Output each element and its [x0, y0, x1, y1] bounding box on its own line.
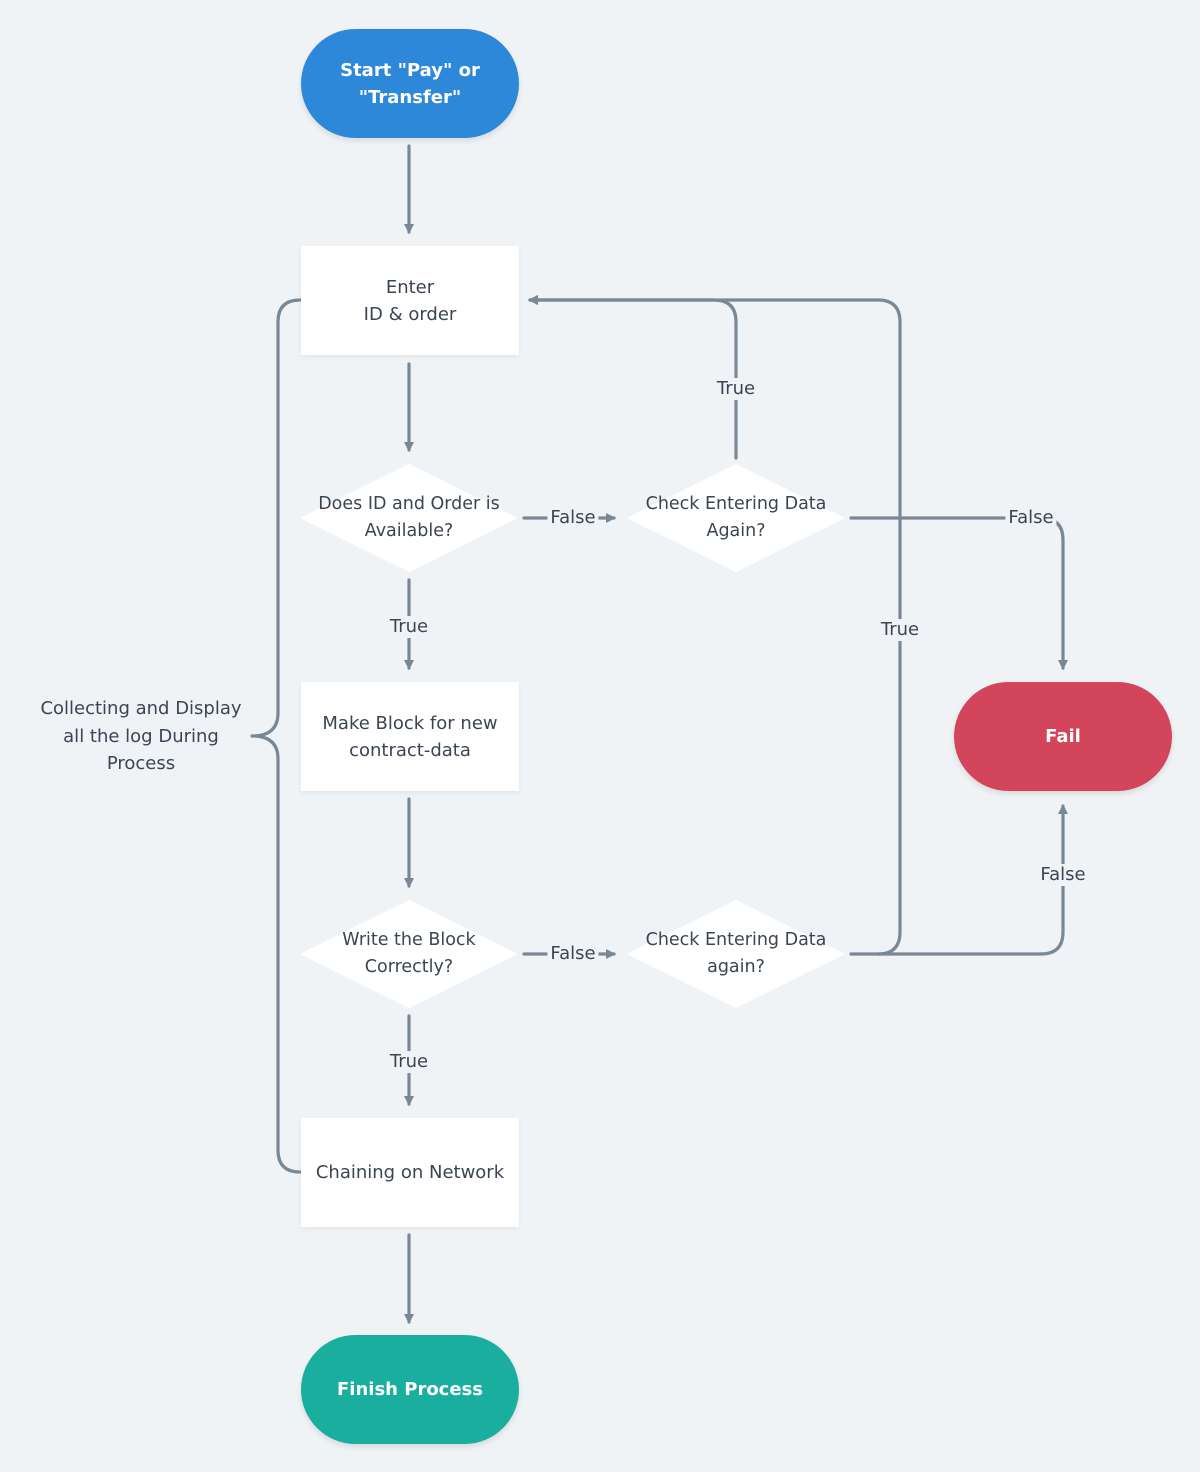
- decision-check2-shape: [627, 900, 845, 1008]
- decision-available-label: Does ID and Order is Available?: [318, 494, 500, 541]
- decision-check-again-1-label: Check Entering Data Again?: [645, 494, 827, 541]
- edge-label-write-false: False: [547, 943, 599, 965]
- decision-check-again-1[interactable]: Check Entering Data Again?: [627, 464, 845, 572]
- chaining-node[interactable]: Chaining on Network: [301, 1118, 519, 1227]
- fail-node[interactable]: Fail: [954, 682, 1172, 791]
- enter-id-label: Enter ID & order: [363, 276, 457, 325]
- edge-label-check2-true: True: [877, 619, 923, 641]
- start-node[interactable]: Start "Pay" or "Transfer": [301, 29, 519, 138]
- edge-label-check1-true: True: [713, 378, 759, 400]
- decision-write-block-label: Write the Block Correctly?: [342, 930, 476, 977]
- edge-check1-to-fail: [849, 516, 1068, 670]
- enter-id-node[interactable]: Enter ID & order: [301, 246, 519, 355]
- edge-label-available-false: False: [547, 507, 599, 529]
- decision-write-shape: [300, 900, 518, 1008]
- finish-node-label: Finish Process: [337, 1379, 483, 1400]
- decision-write-block[interactable]: Write the Block Correctly?: [300, 900, 518, 1008]
- edge-check2-to-fail: [876, 804, 1068, 956]
- decision-check-again-2-label: Check Entering Data again?: [645, 930, 827, 977]
- edge-label-write-true: True: [386, 1051, 432, 1073]
- decision-check1-shape: [627, 464, 845, 572]
- edge-label-check2-false: False: [1037, 864, 1089, 886]
- decision-check-again-2[interactable]: Check Entering Data again?: [627, 900, 845, 1008]
- decision-available[interactable]: Does ID and Order is Available?: [300, 464, 518, 572]
- finish-node[interactable]: Finish Process: [301, 1335, 519, 1444]
- edge-check1-to-enter: [528, 295, 738, 460]
- edge-label-available-true: True: [386, 616, 432, 638]
- log-brace: [250, 298, 302, 1174]
- edge-label-check1-false: False: [1005, 507, 1057, 529]
- make-block-node[interactable]: Make Block for new contract-data: [301, 682, 519, 791]
- start-node-label: Start "Pay" or "Transfer": [340, 59, 480, 108]
- log-note: Collecting and Display all the log Durin…: [40, 698, 242, 774]
- make-block-label: Make Block for new contract-data: [322, 712, 498, 761]
- chaining-label: Chaining on Network: [315, 1162, 505, 1183]
- fail-node-label: Fail: [1045, 726, 1081, 747]
- decision-available-shape: [300, 464, 518, 572]
